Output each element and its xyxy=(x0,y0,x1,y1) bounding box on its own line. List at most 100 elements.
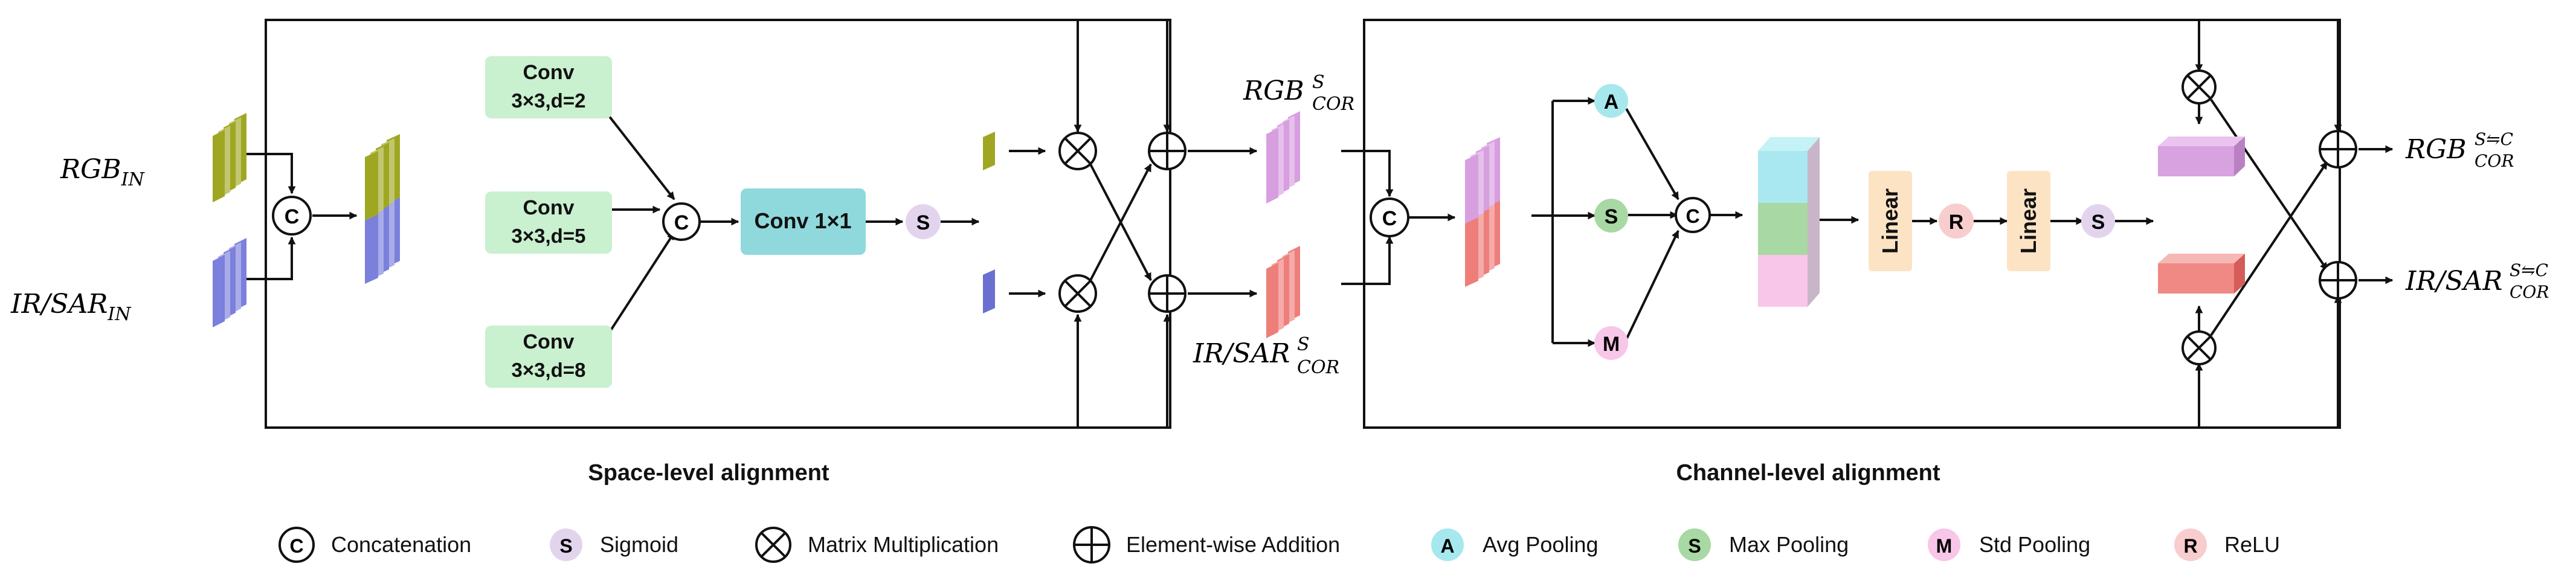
svg-text:R: R xyxy=(2183,535,2197,557)
feature-layer xyxy=(365,214,378,284)
avg-pooling-node: A xyxy=(1594,84,1628,118)
max-pooling-node: S xyxy=(1594,199,1628,233)
svg-text:Sigmoid: Sigmoid xyxy=(600,532,678,557)
space-multiply-bottom xyxy=(1058,274,1097,313)
ir-cor-sup: S xyxy=(1297,334,1310,355)
multiply-icon xyxy=(755,527,791,563)
svg-text:Linear: Linear xyxy=(1878,188,1902,254)
svg-text:A: A xyxy=(1604,91,1619,114)
space-alignment-frame xyxy=(265,19,1171,429)
svg-text:3×3,d=5: 3×3,d=5 xyxy=(512,225,586,247)
svg-text:3×3,d=8: 3×3,d=8 xyxy=(512,359,586,381)
linear-block-2: Linear xyxy=(2007,171,2050,271)
svg-text:S: S xyxy=(1688,535,1701,557)
legend-mult: Matrix Multiplication xyxy=(755,527,999,563)
channel-concat-feature xyxy=(1465,137,1500,287)
channel-add-bottom xyxy=(2319,261,2357,300)
svg-text:C: C xyxy=(289,535,303,557)
legend-add: Element-wise Addition xyxy=(1073,526,1340,564)
rgb-attention-map xyxy=(983,132,995,170)
concatenated-feature xyxy=(365,134,400,284)
svg-text:A: A xyxy=(1440,535,1454,557)
channel-add-top xyxy=(2319,130,2357,169)
add-icon xyxy=(1073,526,1110,564)
svg-text:Concatenation: Concatenation xyxy=(331,532,471,557)
space-alignment-caption: Space-level alignment xyxy=(588,460,829,486)
svg-text:S: S xyxy=(916,211,930,234)
ir-cor-feature xyxy=(1266,246,1300,338)
svg-text:S: S xyxy=(559,535,572,557)
channel-alignment-caption: Channel-level alignment xyxy=(1676,460,1940,486)
rgb-out-sub: COR xyxy=(2475,151,2514,171)
svg-text:C: C xyxy=(285,205,300,228)
conv-3x3-d2-block: Conv 3×3,d=2 xyxy=(485,56,612,118)
channel-descriptor-cuboid xyxy=(1758,137,1820,307)
relu-node: R xyxy=(1939,204,1974,239)
svg-text:Avg Pooling: Avg Pooling xyxy=(1483,532,1598,557)
svg-text:Conv 1×1: Conv 1×1 xyxy=(754,208,851,233)
feature-layer xyxy=(1266,128,1278,204)
channel-sigmoid-node: S xyxy=(2081,204,2115,238)
ir-out-label: IR/SAR xyxy=(2405,266,2502,297)
rgb-out-sup: S⇋C xyxy=(2475,129,2513,149)
space-multiply-top xyxy=(1058,132,1097,170)
feature-layer xyxy=(1465,154,1478,223)
ir-out-sub: COR xyxy=(2510,282,2549,302)
ir-in-label: IR/SARIN xyxy=(10,289,132,325)
svg-text:Conv: Conv xyxy=(523,61,575,84)
svg-text:S: S xyxy=(2091,211,2105,234)
svg-text:C: C xyxy=(1382,207,1397,230)
rgb-cor-feature xyxy=(1266,111,1300,204)
svg-text:Max Pooling: Max Pooling xyxy=(1729,532,1849,557)
std-pooling-node: M xyxy=(1594,326,1628,360)
svg-text:C: C xyxy=(1686,205,1699,227)
space-sigmoid-node: S xyxy=(906,204,941,239)
rgb-cor-sup: S xyxy=(1312,72,1325,93)
svg-text:Matrix Multiplication: Matrix Multiplication xyxy=(808,532,999,557)
svg-text:3×3,d=2: 3×3,d=2 xyxy=(512,89,586,112)
legend-sigmoid: S Sigmoid xyxy=(550,528,678,561)
ir-attention-map xyxy=(983,269,995,313)
feature-layer xyxy=(1266,263,1278,338)
pooling-concat-node: C xyxy=(1675,197,1711,233)
channel-alignment-frame xyxy=(1363,19,2341,429)
svg-text:ReLU: ReLU xyxy=(2224,532,2280,557)
rgb-input-feature xyxy=(213,113,246,202)
svg-text:Element-wise Addition: Element-wise Addition xyxy=(1126,532,1340,557)
svg-text:R: R xyxy=(1949,211,1964,234)
channel-multiply-bottom xyxy=(2182,330,2217,365)
ir-cor-sub: COR xyxy=(1297,357,1339,378)
space-add-bottom xyxy=(1148,274,1187,313)
svg-text:M: M xyxy=(1603,333,1620,356)
rgb-channel-weight xyxy=(2158,136,2245,176)
feature-layer xyxy=(213,255,225,327)
channel-concat-node: C xyxy=(1370,197,1409,237)
feature-layer xyxy=(213,130,225,202)
ir-out-sup: S⇋C xyxy=(2510,260,2548,280)
conv-1x1-block: Conv 1×1 xyxy=(741,188,866,255)
svg-text:Conv: Conv xyxy=(523,196,575,219)
space-add-top xyxy=(1148,132,1187,170)
svg-text:S: S xyxy=(1605,205,1618,228)
legend-avg: A Avg Pooling xyxy=(1431,528,1598,561)
svg-text:Std Pooling: Std Pooling xyxy=(1979,532,2090,557)
conv-3x3-d5-block: Conv 3×3,d=5 xyxy=(485,191,612,254)
conv-concat-node: C xyxy=(662,202,701,241)
legend-std: M Std Pooling xyxy=(1928,528,2090,561)
rgb-out-label: RGB xyxy=(2405,134,2467,165)
conv-3x3-d8-block: Conv 3×3,d=8 xyxy=(485,326,612,388)
feature-layer xyxy=(1465,217,1478,287)
feature-layer xyxy=(365,151,378,220)
svg-text:M: M xyxy=(1936,535,1953,557)
channel-multiply-top xyxy=(2182,69,2217,104)
svg-text:Linear: Linear xyxy=(2016,188,2041,254)
ir-channel-weight xyxy=(2158,254,2245,294)
linear-block-1: Linear xyxy=(1869,171,1912,271)
rgb-in-label: RGBIN xyxy=(60,154,145,190)
legend-max: S Max Pooling xyxy=(1678,528,1849,561)
legend-relu: R ReLU xyxy=(2174,528,2280,561)
channel-connectors xyxy=(1341,20,2394,428)
svg-text:C: C xyxy=(674,211,689,234)
ir-cor-label: IR/SAR xyxy=(1193,338,1290,369)
rgb-cor-label: RGB xyxy=(1243,75,1304,106)
